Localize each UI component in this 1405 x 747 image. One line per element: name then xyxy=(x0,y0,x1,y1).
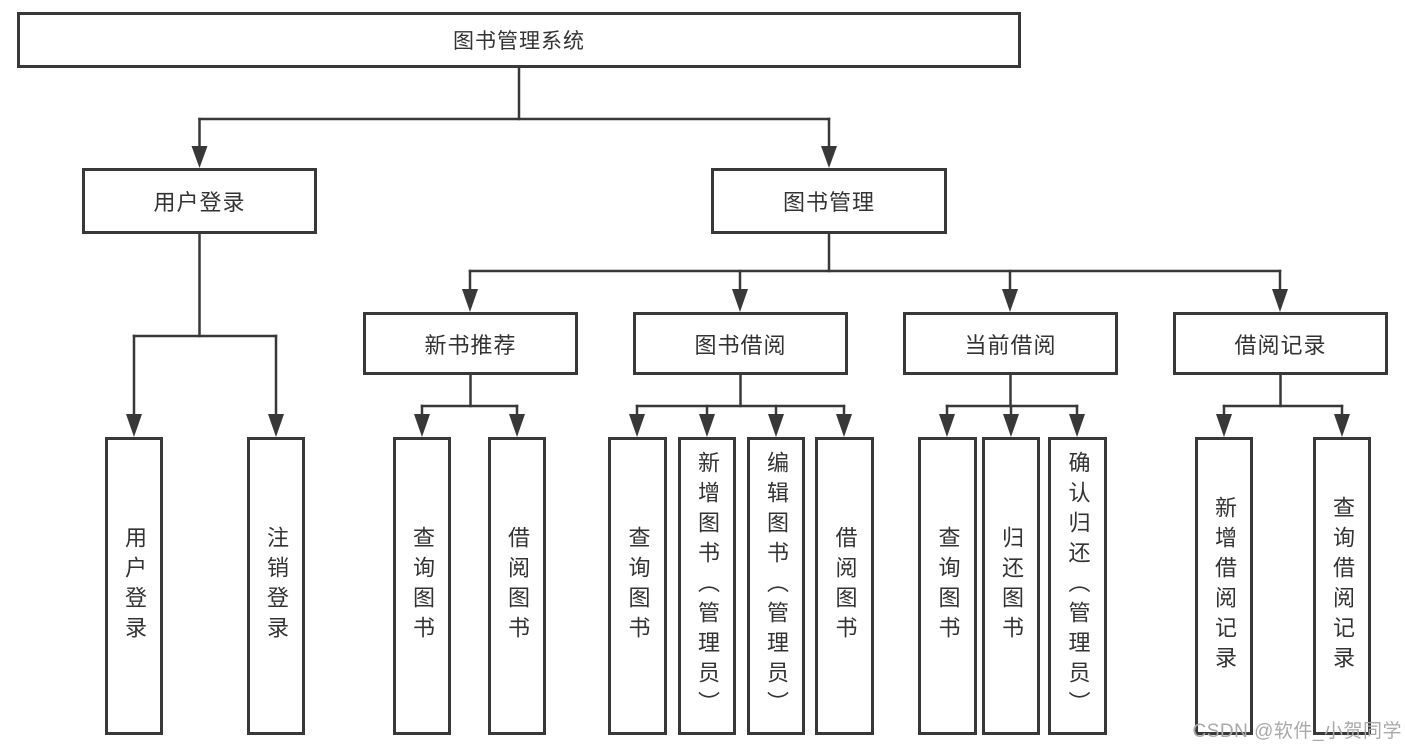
leaf-return-books: 归还图书 xyxy=(982,437,1040,735)
node-book-borrow-label: 图书借阅 xyxy=(694,332,787,358)
node-book-management: 图书管理 xyxy=(711,168,947,234)
leaf-confirm-return-admin-label: 确认归还（管理员） xyxy=(1065,451,1091,721)
node-user-login-label: 用户登录 xyxy=(153,190,246,215)
node-borrow-records-label: 借阅记录 xyxy=(1234,332,1327,358)
leaf-add-borrow-record: 新增借阅记录 xyxy=(1195,437,1253,735)
node-current-borrow: 当前借阅 xyxy=(903,312,1118,375)
leaf-recommend-query-books: 查询图书 xyxy=(393,437,451,735)
leaf-borrow-query-books: 查询图书 xyxy=(608,437,667,735)
leaf-add-borrow-record-label: 新增借阅记录 xyxy=(1212,496,1237,676)
leaf-return-books-label: 归还图书 xyxy=(999,526,1024,646)
leaf-recommend-query-books-label: 查询图书 xyxy=(410,526,435,646)
node-borrow-records: 借阅记录 xyxy=(1173,312,1388,375)
node-book-borrow: 图书借阅 xyxy=(633,312,848,375)
leaf-query-borrow-record-label: 查询借阅记录 xyxy=(1330,496,1355,676)
leaf-logout-label: 注销登录 xyxy=(264,526,289,646)
node-user-login: 用户登录 xyxy=(82,168,317,234)
csdn-watermark: CSDN @软件_小贺同学 xyxy=(1192,721,1402,742)
leaf-recommend-borrow-books-label: 借阅图书 xyxy=(505,526,530,646)
leaf-user-login-label: 用户登录 xyxy=(122,526,147,646)
node-book-management-label: 图书管理 xyxy=(782,190,875,215)
leaf-user-login: 用户登录 xyxy=(105,437,163,735)
node-root: 图书管理系统 xyxy=(17,12,1021,68)
leaf-logout: 注销登录 xyxy=(247,437,305,735)
leaf-borrow-books-label: 借阅图书 xyxy=(832,526,858,646)
leaf-recommend-borrow-books: 借阅图书 xyxy=(488,437,546,735)
leaf-borrow-books: 借阅图书 xyxy=(815,437,874,735)
leaf-edit-books-admin: 编辑图书（管理员） xyxy=(747,437,805,735)
leaf-query-borrow-record: 查询借阅记录 xyxy=(1313,437,1371,735)
node-root-label: 图书管理系统 xyxy=(453,30,585,53)
leaf-edit-books-admin-label: 编辑图书（管理员） xyxy=(764,451,789,721)
node-current-borrow-label: 当前借阅 xyxy=(964,332,1057,358)
leaf-current-query-books: 查询图书 xyxy=(918,437,977,735)
leaf-confirm-return-admin: 确认归还（管理员） xyxy=(1048,437,1107,735)
node-new-book-recommend: 新书推荐 xyxy=(363,312,578,375)
leaf-current-query-books-label: 查询图书 xyxy=(935,526,961,646)
node-new-book-recommend-label: 新书推荐 xyxy=(424,332,517,358)
leaf-add-books-admin: 新增图书（管理员） xyxy=(678,437,736,735)
leaf-borrow-query-books-label: 查询图书 xyxy=(625,526,651,646)
leaf-add-books-admin-label: 新增图书（管理员） xyxy=(695,451,720,721)
